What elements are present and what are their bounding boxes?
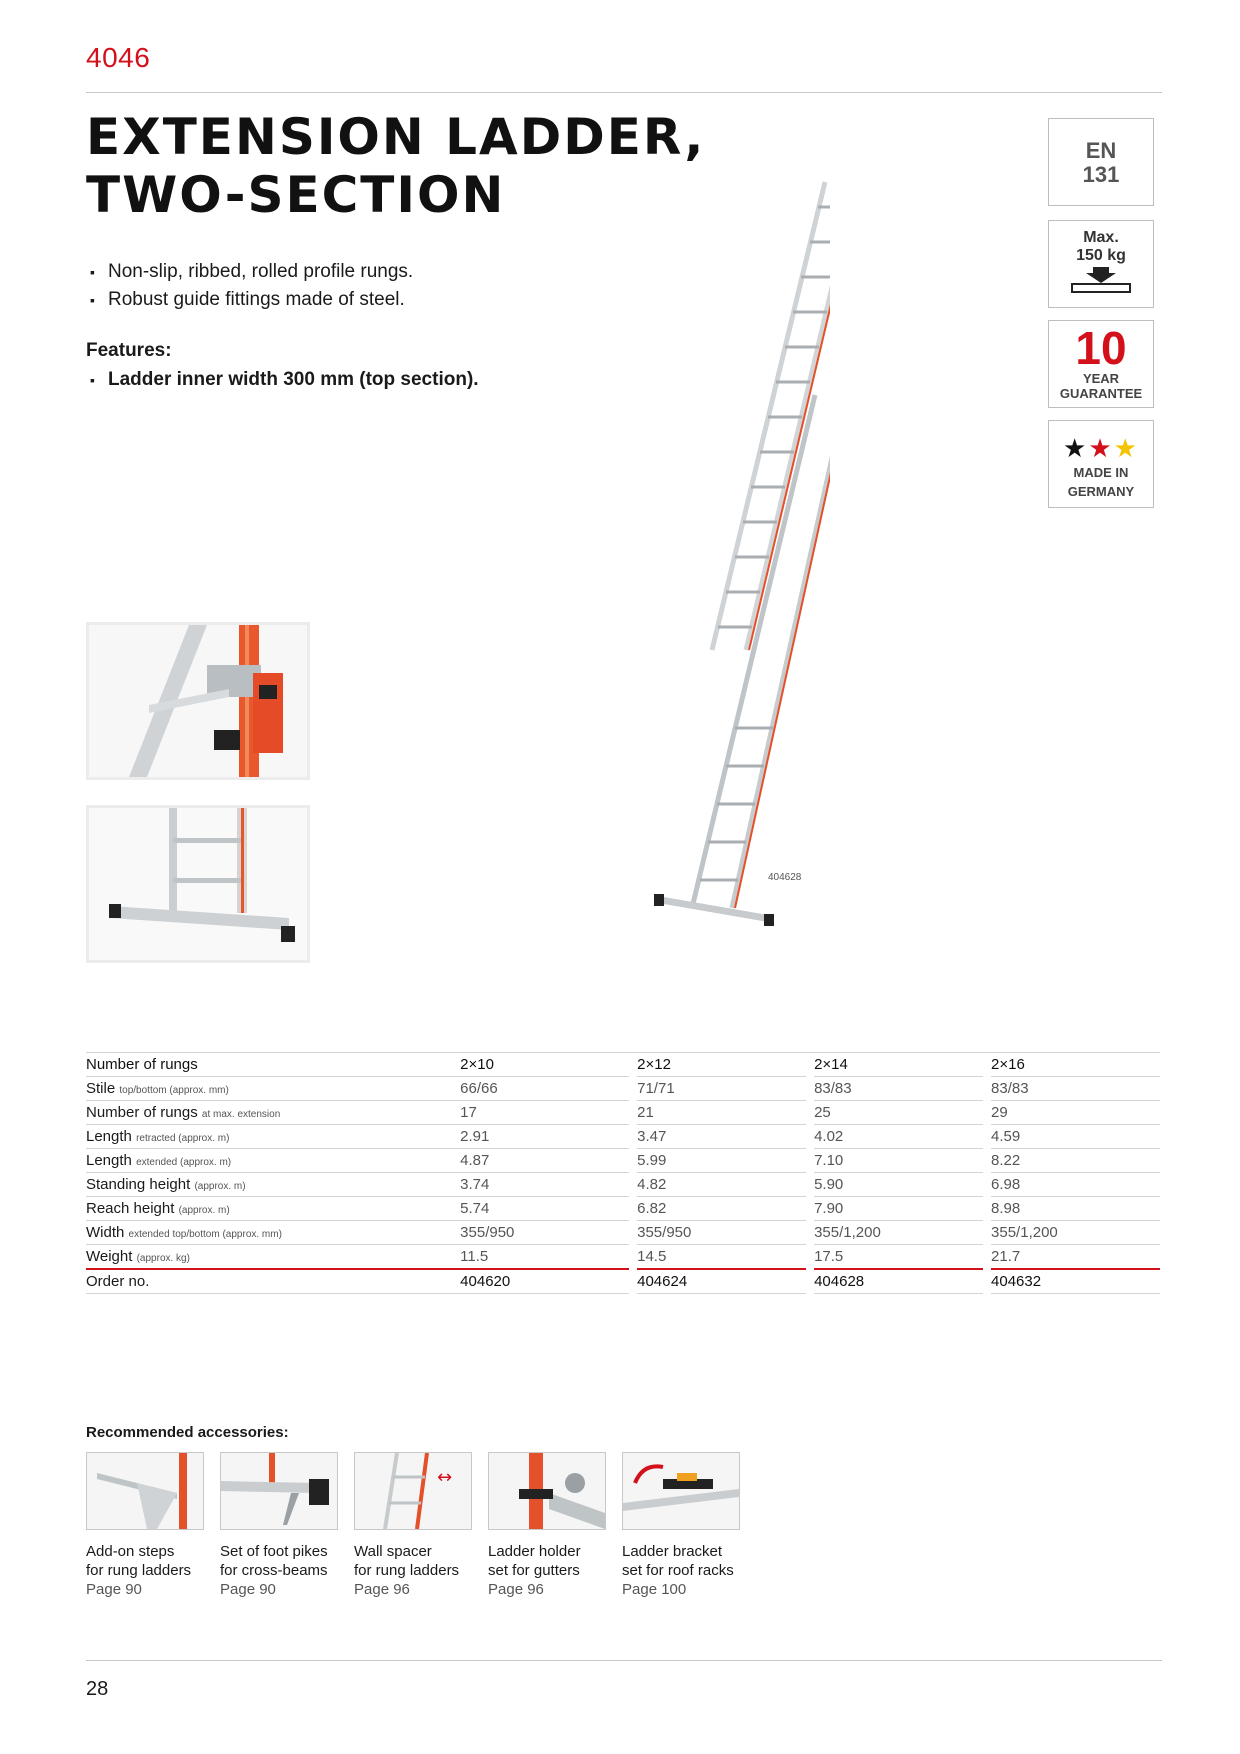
cross-beam-photo (86, 805, 310, 963)
spec-column-header: 2×12 (637, 1052, 806, 1077)
model-number: 4046 (86, 42, 151, 73)
product-code-label: 404628 (768, 872, 802, 883)
bullet-item: ▪Non-slip, ribbed, rolled profile rungs. (90, 261, 414, 282)
accessories-heading: Recommended accessories: (86, 1424, 289, 1441)
spec-table: Number of rungs 2×10 2×12 2×14 2×16 Stil… (86, 1052, 1160, 1294)
features-heading: Features: (86, 340, 172, 361)
table-row: Reach height (approx. m) 5.74 6.82 7.90 … (86, 1196, 1160, 1221)
accessory-add-on-steps[interactable]: Add-on steps for rung ladders Page 90 (86, 1452, 204, 1599)
page-title: EXTENSION LADDER, TWO-SECTION (86, 108, 705, 224)
foot-pikes-photo (220, 1452, 338, 1530)
table-header-row: Number of rungs 2×10 2×12 2×14 2×16 (86, 1052, 1160, 1077)
features-list: ▪Ladder inner width 300 mm (top section)… (90, 366, 479, 394)
german-stars-icon: ★★★ (1063, 433, 1139, 463)
top-divider (86, 92, 1162, 93)
add-on-steps-photo (86, 1452, 204, 1530)
bottom-divider (86, 1660, 1162, 1661)
feature-item: ▪Ladder inner width 300 mm (top section)… (90, 369, 479, 390)
table-row: Standing height (approx. m) 3.74 4.82 5.… (86, 1172, 1160, 1197)
accessory-ladder-holder[interactable]: Ladder holder set for gutters Page 96 (488, 1452, 606, 1599)
order-number-row: Order no. 404620 404624 404628 404632 (86, 1269, 1160, 1294)
page-number: 28 (86, 1678, 109, 1700)
table-row: Length retracted (approx. m) 2.91 3.47 4… (86, 1124, 1160, 1149)
accessory-ladder-bracket[interactable]: Ladder bracket set for roof racks Page 1… (622, 1452, 740, 1599)
title-line-2: TWO-SECTION (86, 166, 506, 224)
table-row: Length extended (approx. m) 4.87 5.99 7.… (86, 1148, 1160, 1173)
wall-spacer-photo: ↔ (354, 1452, 472, 1530)
title-line-1: EXTENSION LADDER, (86, 108, 706, 166)
load-arrow-icon (1071, 267, 1131, 293)
spec-label: Number of rungs (86, 1052, 461, 1077)
max-load-badge: Max. 150 kg (1048, 220, 1154, 308)
accessory-wall-spacer[interactable]: ↔ Wall spacer for rung ladders Page 96 (354, 1452, 472, 1599)
guide-fitting-photo (86, 622, 310, 780)
table-row: Weight (approx. kg) 11.5 14.5 17.5 21.7 (86, 1244, 1160, 1270)
guarantee-badge: 10 YEAR GUARANTEE (1048, 320, 1154, 408)
ladder-bracket-photo (622, 1452, 740, 1530)
accessory-foot-pikes[interactable]: Set of foot pikes for cross-beams Page 9… (220, 1452, 338, 1599)
ladder-holder-photo (488, 1452, 606, 1530)
made-in-germany-badge: ★★★ MADE IN GERMANY (1048, 420, 1154, 508)
table-row: Number of rungs at max. extension 17 21 … (86, 1100, 1160, 1125)
spec-column-header: 2×10 (460, 1052, 630, 1077)
spec-column-header: 2×14 (814, 1052, 983, 1077)
bullet-item: ▪Robust guide fittings made of steel. (90, 289, 405, 310)
table-row: Width extended top/bottom (approx. mm) 3… (86, 1220, 1160, 1245)
feature-bullets: ▪Non-slip, ribbed, rolled profile rungs.… (90, 258, 413, 314)
spec-column-header: 2×16 (991, 1052, 1160, 1077)
table-row: Stile top/bottom (approx. mm) 66/66 71/7… (86, 1076, 1160, 1101)
en131-badge: EN 131 (1048, 118, 1154, 206)
ladder-illustration (654, 181, 830, 926)
svg-text:↔: ↔ (437, 1467, 452, 1488)
